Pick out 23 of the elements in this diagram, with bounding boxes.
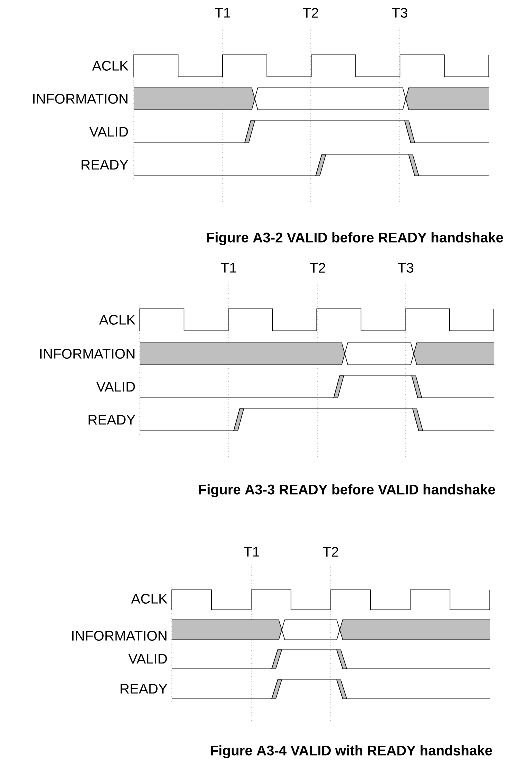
figure-caption: Figure A3-2 VALID before READY handshake	[207, 232, 504, 246]
signal-label: VALID	[90, 127, 128, 137]
time-label: T1	[215, 8, 230, 18]
time-label: T1	[221, 263, 236, 273]
time-label: T1	[244, 547, 260, 557]
time-label: T2	[323, 547, 338, 557]
signal-label: INFORMATION	[40, 349, 135, 359]
time-label: T3	[398, 263, 414, 273]
signal-label: VALID	[128, 654, 168, 664]
figure-caption: Figure A3-4 VALID with READY handshake	[211, 745, 492, 759]
signal-label: ACLK	[92, 61, 129, 71]
signal-label: INFORMATION	[34, 94, 128, 104]
time-label: T3	[392, 8, 408, 18]
signal-label: READY	[120, 684, 168, 694]
time-label: T2	[310, 263, 326, 273]
signal-label: ACLK	[99, 315, 136, 325]
signal-label: INFORMATION	[72, 631, 167, 641]
signal-label: READY	[82, 160, 128, 170]
signal-label: ACLK	[131, 594, 168, 604]
signal-label: READY	[88, 415, 136, 425]
signal-label: VALID	[96, 382, 136, 392]
time-label: T2	[303, 8, 318, 18]
figure-caption: Figure A3-3 READY before VALID handshake	[199, 484, 496, 498]
